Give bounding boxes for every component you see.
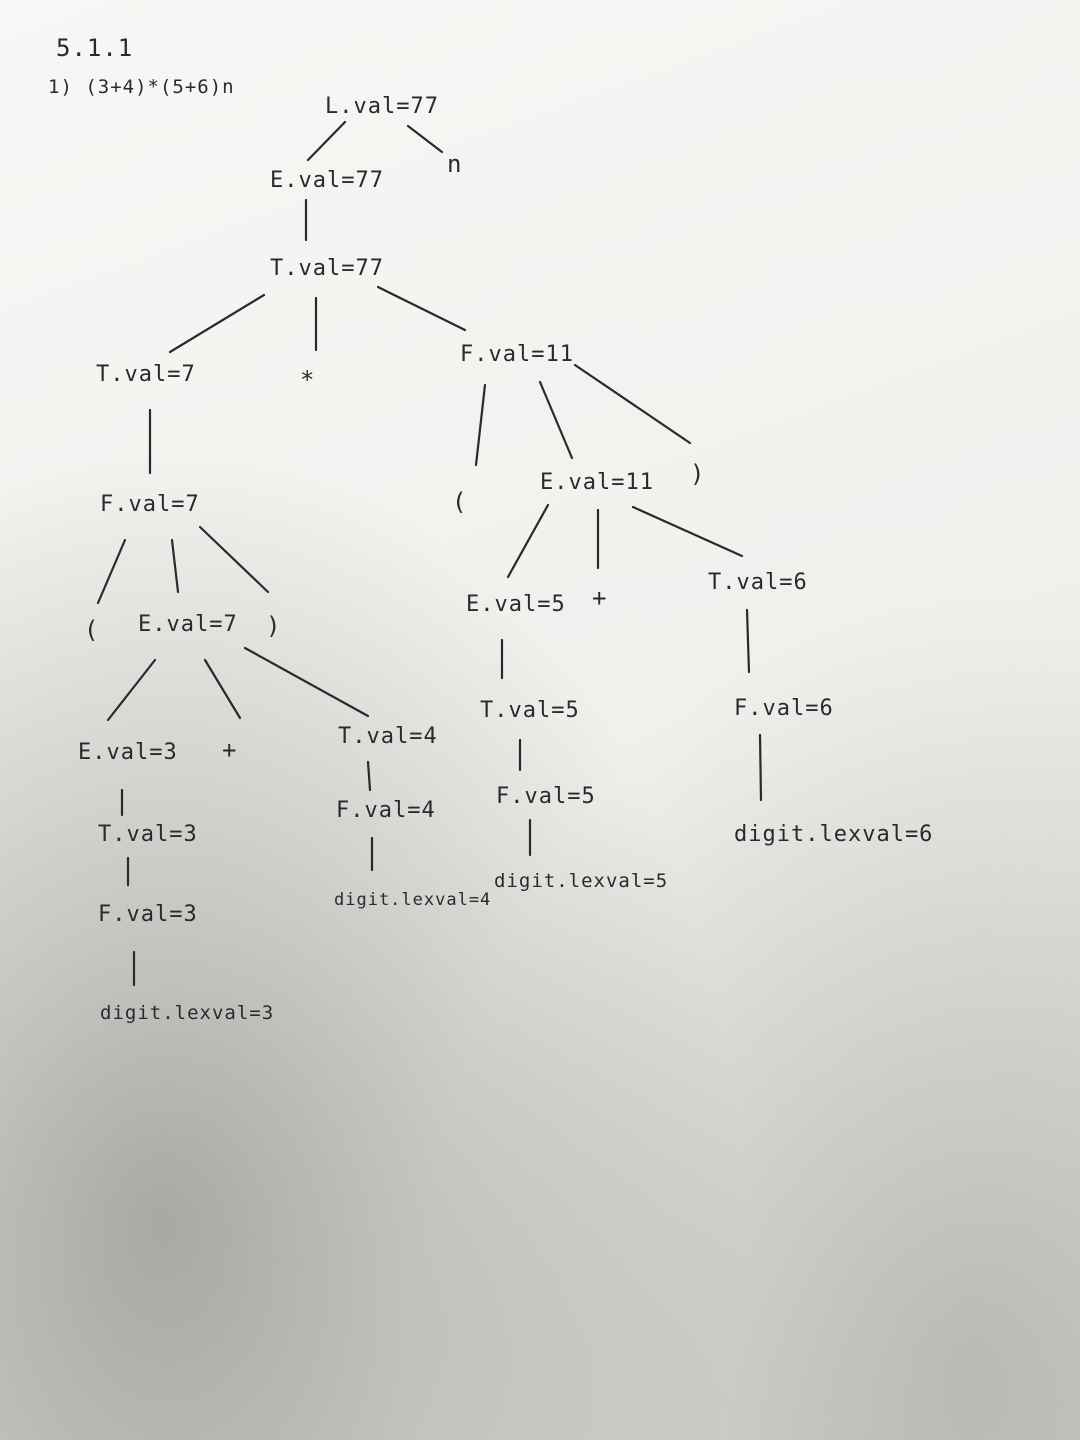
- node-F3: F.val=3: [98, 902, 198, 927]
- edge-L-E_root: [306, 120, 347, 162]
- edge-F_right-lp2: [474, 383, 487, 467]
- node-F7: F.val=7: [100, 492, 200, 517]
- node-E7: E.val=7: [138, 612, 238, 637]
- node-E_root: E.val=77: [270, 168, 384, 193]
- edge-F7-rp1: [198, 525, 270, 594]
- edge-T4-F4: [366, 760, 372, 792]
- node-rp1: ): [266, 612, 282, 640]
- node-L: L.val=77: [325, 94, 439, 119]
- node-F5: F.val=5: [496, 784, 596, 809]
- node-rp2: ): [690, 460, 706, 488]
- node-plus1: +: [222, 736, 238, 764]
- problem-expression: 1) (3+4)*(5+6)n: [48, 76, 235, 98]
- edge-F_right-E11: [538, 380, 574, 460]
- node-lp2: (: [452, 488, 468, 516]
- edge-T_root-F_right: [376, 285, 467, 332]
- node-F4: F.val=4: [336, 798, 436, 823]
- edge-E7-T4: [243, 646, 370, 718]
- node-E5: E.val=5: [466, 592, 566, 617]
- node-d6: digit.lexval=6: [734, 822, 934, 847]
- node-T4: T.val=4: [338, 724, 438, 749]
- node-T_left: T.val=7: [96, 362, 196, 387]
- node-T_root: T.val=77: [270, 256, 384, 281]
- node-T6: T.val=6: [708, 570, 808, 595]
- edge-T_root-T_left: [168, 293, 266, 354]
- node-F_right: F.val=11: [460, 342, 574, 367]
- edge-E7-plus1: [203, 658, 242, 720]
- node-lp1: (: [84, 616, 100, 644]
- edge-F7-lp1: [96, 538, 127, 605]
- edge-E11-T6: [631, 505, 744, 558]
- section-number: 5.1.1: [56, 34, 134, 62]
- node-plus2: +: [592, 584, 608, 612]
- node-T3: T.val=3: [98, 822, 198, 847]
- node-E11: E.val=11: [540, 470, 654, 495]
- edge-F7-E7: [170, 538, 180, 594]
- node-F6: F.val=6: [734, 696, 834, 721]
- edge-E11-E5: [506, 503, 550, 579]
- node-star: *: [300, 366, 316, 394]
- edge-F6-d6: [758, 733, 763, 802]
- edge-L-n: [406, 124, 444, 154]
- node-d4: digit.lexval=4: [334, 890, 492, 910]
- node-T5: T.val=5: [480, 698, 580, 723]
- node-E3: E.val=3: [78, 740, 178, 765]
- node-n: n: [447, 150, 463, 178]
- node-d3: digit.lexval=3: [100, 1002, 275, 1024]
- edge-F_right-rp2: [573, 363, 692, 445]
- edge-T6-F6: [745, 608, 751, 674]
- edge-E7-E3: [106, 658, 157, 722]
- node-d5: digit.lexval=5: [494, 870, 669, 892]
